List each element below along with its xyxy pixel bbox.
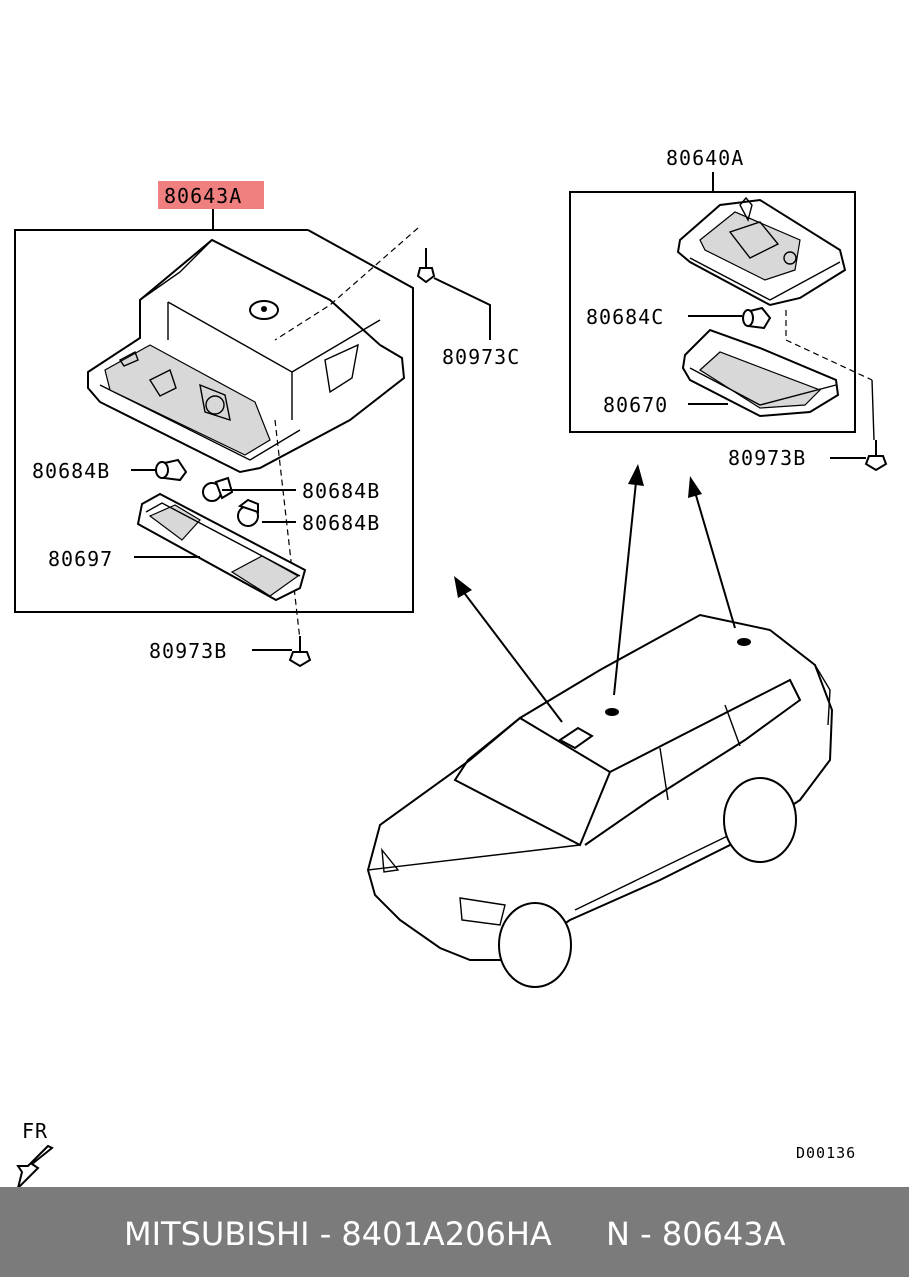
cargo-lamp-housing[interactable] <box>676 196 847 307</box>
label-bulb-rear[interactable]: 80684C <box>586 305 664 329</box>
bulb-rear-part[interactable] <box>742 306 772 330</box>
main-assembly-frame <box>14 229 414 613</box>
label-screw-rear[interactable]: 80973B <box>728 446 806 470</box>
direction-marker: FR <box>16 1119 54 1187</box>
label-screw-top[interactable]: 80973C <box>442 345 520 369</box>
vehicle-illustration <box>366 613 834 988</box>
footer-bar: MITSUBISHI - 8401A206HA N - 80643A <box>0 1187 909 1277</box>
main-assembly-group: 80643A <box>14 181 520 668</box>
footer-part-number: N - 80643A <box>606 1215 786 1253</box>
label-highlight <box>158 181 264 209</box>
front-lens-part[interactable] <box>136 492 307 602</box>
rear-lens-part[interactable] <box>681 328 840 418</box>
direction-marker-text: FR <box>22 1119 48 1143</box>
label-main-assembly[interactable]: 80643A <box>164 184 242 208</box>
diagram-code: D00136 <box>796 1144 856 1162</box>
bulb-left-part[interactable] <box>155 458 188 482</box>
label-bulb-mid-1[interactable]: 80684B <box>302 479 380 503</box>
screw-top-part[interactable] <box>416 248 436 284</box>
parts-diagram: 80643A <box>14 146 888 1187</box>
screw-bottom-part[interactable] <box>288 636 312 668</box>
label-bulb-mid-2[interactable]: 80684B <box>302 511 380 535</box>
rear-assembly-group: 80640A 80684C 80670 <box>569 146 888 472</box>
label-front-lens[interactable]: 80697 <box>48 547 113 571</box>
label-bulb-left[interactable]: 80684B <box>32 459 110 483</box>
front-arrow-icon <box>16 1144 54 1187</box>
label-rear-assembly[interactable]: 80640A <box>666 146 744 170</box>
location-arrows <box>454 464 736 723</box>
label-rear-lens[interactable]: 80670 <box>603 393 668 417</box>
footer-brand-part: MITSUBISHI - 8401A206HA <box>124 1215 552 1253</box>
bulb-mid-1-part[interactable] <box>202 476 234 502</box>
rear-assembly-frame <box>569 191 856 433</box>
label-screw-bottom[interactable]: 80973B <box>149 639 227 663</box>
room-lamp-housing[interactable] <box>87 238 406 474</box>
bulb-mid-2-part[interactable] <box>237 498 259 527</box>
screw-rear-part[interactable] <box>864 440 888 472</box>
